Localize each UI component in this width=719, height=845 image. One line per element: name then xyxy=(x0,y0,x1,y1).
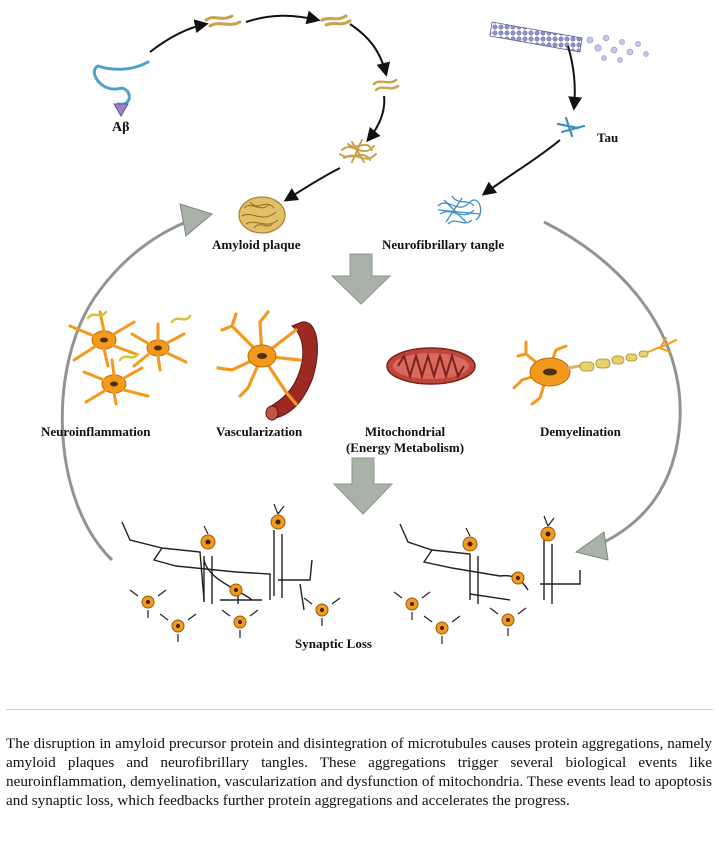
neurofibrillary-tangle-icon xyxy=(437,195,482,225)
mitochondrial-label: Mitochondrial xyxy=(364,424,446,439)
synaptic-loss-label: Synaptic Loss xyxy=(295,636,372,651)
caption-divider xyxy=(6,709,713,710)
amyloid-fibril-cluster-icon xyxy=(339,139,377,163)
mitochondrion-icon xyxy=(386,347,476,385)
neuronal-network-icon xyxy=(121,521,581,611)
abeta-monomer-icon xyxy=(92,60,150,117)
tau-label: Tau xyxy=(597,130,619,145)
amyloid-pathway-arrows xyxy=(149,10,391,202)
neuron-somas xyxy=(129,503,556,644)
microglia-cells-icon xyxy=(68,310,192,406)
demyelinating-neuron-icon xyxy=(512,337,677,406)
amyloid-plaque-icon xyxy=(238,196,286,234)
astrocyte-icon xyxy=(216,310,302,406)
feedback-cycle-arrow-right xyxy=(543,220,682,561)
pathway-diagram xyxy=(60,10,682,644)
neurofibrillary-tangle-label: Neurofibrillary tangle xyxy=(382,237,505,252)
down-arrow-aggregation xyxy=(330,253,392,305)
energy-metabolism-label: (Energy Metabolism) xyxy=(345,440,465,455)
amyloid-plaque-label: Amyloid plaque xyxy=(212,237,301,252)
figure-caption: The disruption in amyloid precursor prot… xyxy=(6,735,712,809)
demyelination-label: Demyelination xyxy=(540,424,621,439)
vascularization-label: Vascularization xyxy=(216,424,303,439)
amyloid-fibril-icon xyxy=(372,78,400,92)
amyloid-oligomer-icon xyxy=(204,14,242,28)
neuroinflammation-label: Neuroinflammation xyxy=(41,424,151,439)
blood-vessel-icon xyxy=(265,321,318,421)
microtubule-icon xyxy=(489,21,649,63)
abeta-label: Aβ xyxy=(112,120,130,135)
down-arrow-events xyxy=(332,457,394,515)
feedback-cycle-arrow-left xyxy=(60,203,214,562)
tau-pathway-arrows xyxy=(481,45,583,196)
amyloid-protofibril-icon xyxy=(320,14,352,27)
tau-protein-icon xyxy=(556,116,586,138)
